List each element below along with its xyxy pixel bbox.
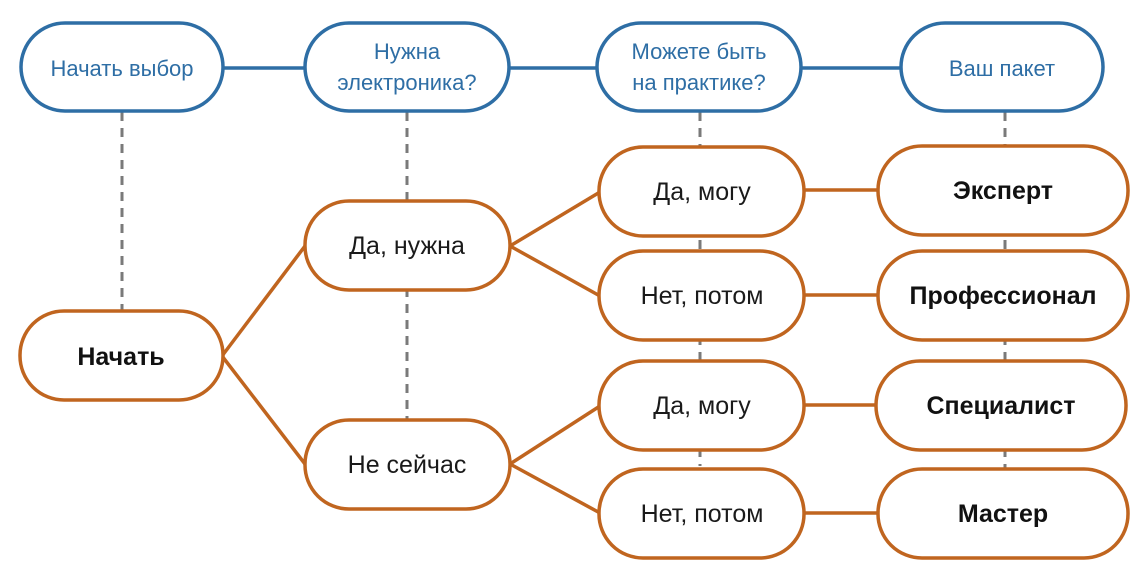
package-master-label: Мастер [958,500,1048,528]
connector-yes-pro-branch [509,244,601,298]
option-electronics-yes[interactable]: Да, нужна [303,199,512,292]
header-need-electronics-line2: электроника? [337,70,476,95]
header-your-package-label: Ваш пакет [949,56,1055,81]
option-practice-no-2[interactable]: Нет, потом [597,467,806,560]
connector-start-no [220,354,307,466]
package-professional[interactable]: Профессионал [876,249,1130,342]
option-practice-no-1-label: Нет, потом [641,282,764,310]
package-expert-label: Эксперт [953,177,1053,205]
start-node[interactable]: Начать [18,309,225,402]
connector-yes-expert-branch [509,190,601,248]
header-need-electronics-line1: Нужна [374,39,441,64]
header-need-electronics: Нужна электроника? [303,21,511,113]
header-your-package: Ваш пакет [899,21,1105,113]
connector-no-master-branch [509,462,601,515]
connector-start-yes [220,244,307,358]
option-practice-no-1[interactable]: Нет, потом [597,249,806,342]
package-specialist[interactable]: Специалист [874,359,1128,452]
connector-no-specialist-branch [509,404,601,466]
option-electronics-yes-label: Да, нужна [349,232,465,260]
option-electronics-no-label: Не сейчас [348,451,467,479]
option-electronics-no[interactable]: Не сейчас [303,418,512,511]
header-start-choice: Начать выбор [19,21,225,113]
package-specialist-label: Специалист [926,392,1075,420]
start-node-label: Начать [77,343,164,371]
header-start-choice-label: Начать выбор [50,56,193,81]
header-practice-line1: Можете быть [632,39,767,64]
option-practice-yes-1[interactable]: Да, могу [597,145,806,238]
option-practice-yes-2[interactable]: Да, могу [597,359,806,452]
option-practice-no-2-label: Нет, потом [641,500,764,528]
package-professional-label: Профессионал [910,282,1097,310]
header-practice-line2: на практике? [632,70,765,95]
header-practice: Можете быть на практике? [595,21,803,113]
package-master[interactable]: Мастер [876,467,1130,560]
option-practice-yes-1-label: Да, могу [653,178,751,206]
package-expert[interactable]: Эксперт [876,144,1130,237]
option-practice-yes-2-label: Да, могу [653,392,751,420]
